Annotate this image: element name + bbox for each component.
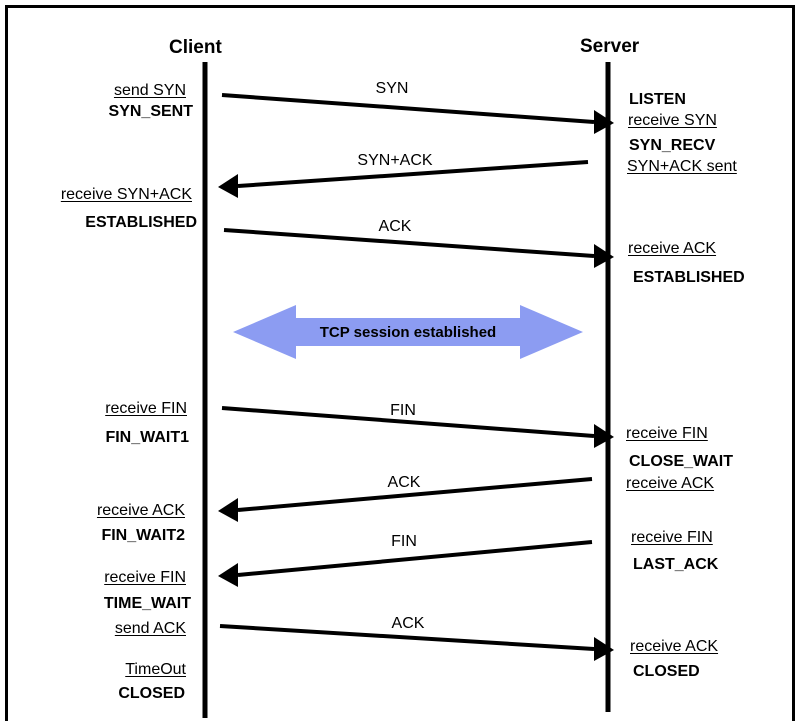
client-receive-fin-1: receive FIN	[105, 400, 187, 417]
client-state-fin-wait1: FIN_WAIT1	[105, 429, 189, 446]
client-state-closed: CLOSED	[118, 685, 185, 702]
server-receive-ack-2: receive ACK	[626, 475, 715, 492]
arrow-synack	[237, 160, 589, 188]
diagram-frame	[5, 5, 795, 721]
arrowhead-fin1	[594, 424, 614, 448]
message-arrows	[218, 93, 614, 661]
message-label-synack: SYN+ACK	[357, 152, 433, 169]
server-state-listen: LISTEN	[629, 91, 686, 108]
arrowhead-ack2	[218, 498, 238, 522]
server-state-established: ESTABLISHED	[633, 269, 745, 286]
server-state-last-ack: LAST_ACK	[633, 556, 719, 573]
client-state-time-wait: TIME_WAIT	[103, 595, 191, 612]
arrow-ack2	[237, 477, 593, 512]
message-label-ack3: ACK	[391, 615, 425, 632]
server-header: Server	[580, 36, 640, 57]
arrow-ack3	[219, 624, 595, 651]
arrowhead-fin2	[218, 563, 238, 587]
client-receive-fin-2: receive FIN	[104, 569, 186, 586]
server-receive-syn: receive SYN	[628, 112, 717, 129]
server-state-syn-recv: SYN_RECV	[629, 137, 716, 154]
client-timeout: TimeOut	[125, 661, 186, 678]
server-state-closed: CLOSED	[633, 663, 700, 680]
server-synack-sent: SYN+ACK sent	[627, 158, 737, 175]
arrow-fin1	[221, 406, 595, 438]
server-receive-fin-1: receive FIN	[626, 425, 708, 442]
client-send-ack: send ACK	[114, 620, 186, 637]
client-state-fin-wait2: FIN_WAIT2	[101, 527, 185, 544]
server-receive-ack-1: receive ACK	[628, 240, 717, 257]
arrowhead-ack1	[594, 244, 614, 268]
message-label-fin2: FIN	[391, 533, 417, 550]
arrow-ack1	[223, 228, 595, 258]
server-state-close-wait: CLOSE_WAIT	[629, 453, 734, 470]
server-receive-ack-3: receive ACK	[630, 638, 719, 655]
session-label: TCP session established	[319, 324, 497, 341]
arrowhead-ack3	[594, 637, 614, 661]
client-send-syn: send SYN	[113, 82, 186, 99]
client-state-syn-sent: SYN_SENT	[108, 103, 193, 120]
arrow-syn	[221, 93, 595, 124]
arrow-fin2	[237, 540, 593, 577]
message-label-ack2: ACK	[387, 474, 421, 491]
arrowhead-syn	[594, 110, 614, 134]
client-receive-ack: receive ACK	[96, 502, 185, 519]
session-double-arrow	[233, 305, 583, 359]
server-receive-fin-2: receive FIN	[631, 529, 713, 546]
arrowhead-synack	[218, 174, 238, 198]
client-state-established: ESTABLISHED	[85, 214, 197, 231]
message-label-syn: SYN	[375, 80, 409, 97]
message-label-ack1: ACK	[378, 218, 412, 235]
message-label-fin1: FIN	[390, 402, 416, 419]
client-receive-synack: receive SYN+ACK	[60, 186, 192, 203]
client-header: Client	[169, 37, 222, 58]
